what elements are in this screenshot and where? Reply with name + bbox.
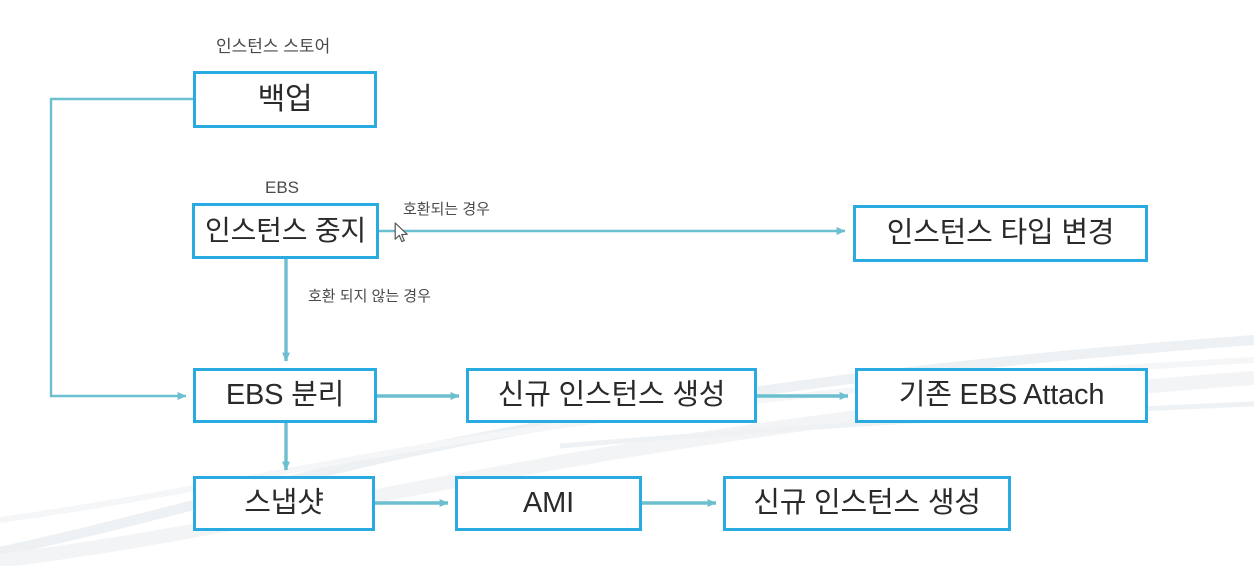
node-new-instance-1[interactable]: 신규 인스턴스 생성: [466, 368, 757, 423]
node-instance-stop[interactable]: 인스턴스 중지: [192, 203, 379, 259]
edge-label-compatible: 호환되는 경우: [403, 201, 490, 218]
node-instance-stop-label: 인스턴스 중지: [205, 215, 366, 246]
node-snapshot-label: 스냅샷: [244, 487, 324, 519]
node-existing-ebs-attach-label: 기존 EBS Attach: [898, 379, 1105, 411]
node-new-instance-2[interactable]: 신규 인스턴스 생성: [723, 476, 1011, 531]
caption-instance-store: 인스턴스 스토어: [216, 37, 331, 56]
node-instance-type-change[interactable]: 인스턴스 타입 변경: [853, 205, 1148, 262]
edge-label-incompatible: 호환 되지 않는 경우: [308, 288, 431, 305]
node-backup[interactable]: 백업: [193, 71, 377, 128]
node-snapshot[interactable]: 스냅샷: [193, 476, 375, 531]
node-new-instance-1-label: 신규 인스턴스 생성: [497, 379, 726, 411]
node-ebs-detach-label: EBS 분리: [225, 379, 345, 411]
edge-backup-to-ebs-detach: [49, 97, 193, 400]
node-ebs-detach[interactable]: EBS 분리: [193, 368, 377, 423]
node-ami[interactable]: AMI: [455, 476, 642, 531]
node-ami-label: AMI: [523, 487, 574, 519]
node-backup-label: 백업: [257, 82, 313, 116]
node-new-instance-2-label: 신규 인스턴스 생성: [753, 487, 981, 519]
caption-ebs: EBS: [265, 178, 300, 197]
node-existing-ebs-attach[interactable]: 기존 EBS Attach: [855, 368, 1148, 423]
node-instance-type-change-label: 인스턴스 타입 변경: [886, 217, 1115, 249]
